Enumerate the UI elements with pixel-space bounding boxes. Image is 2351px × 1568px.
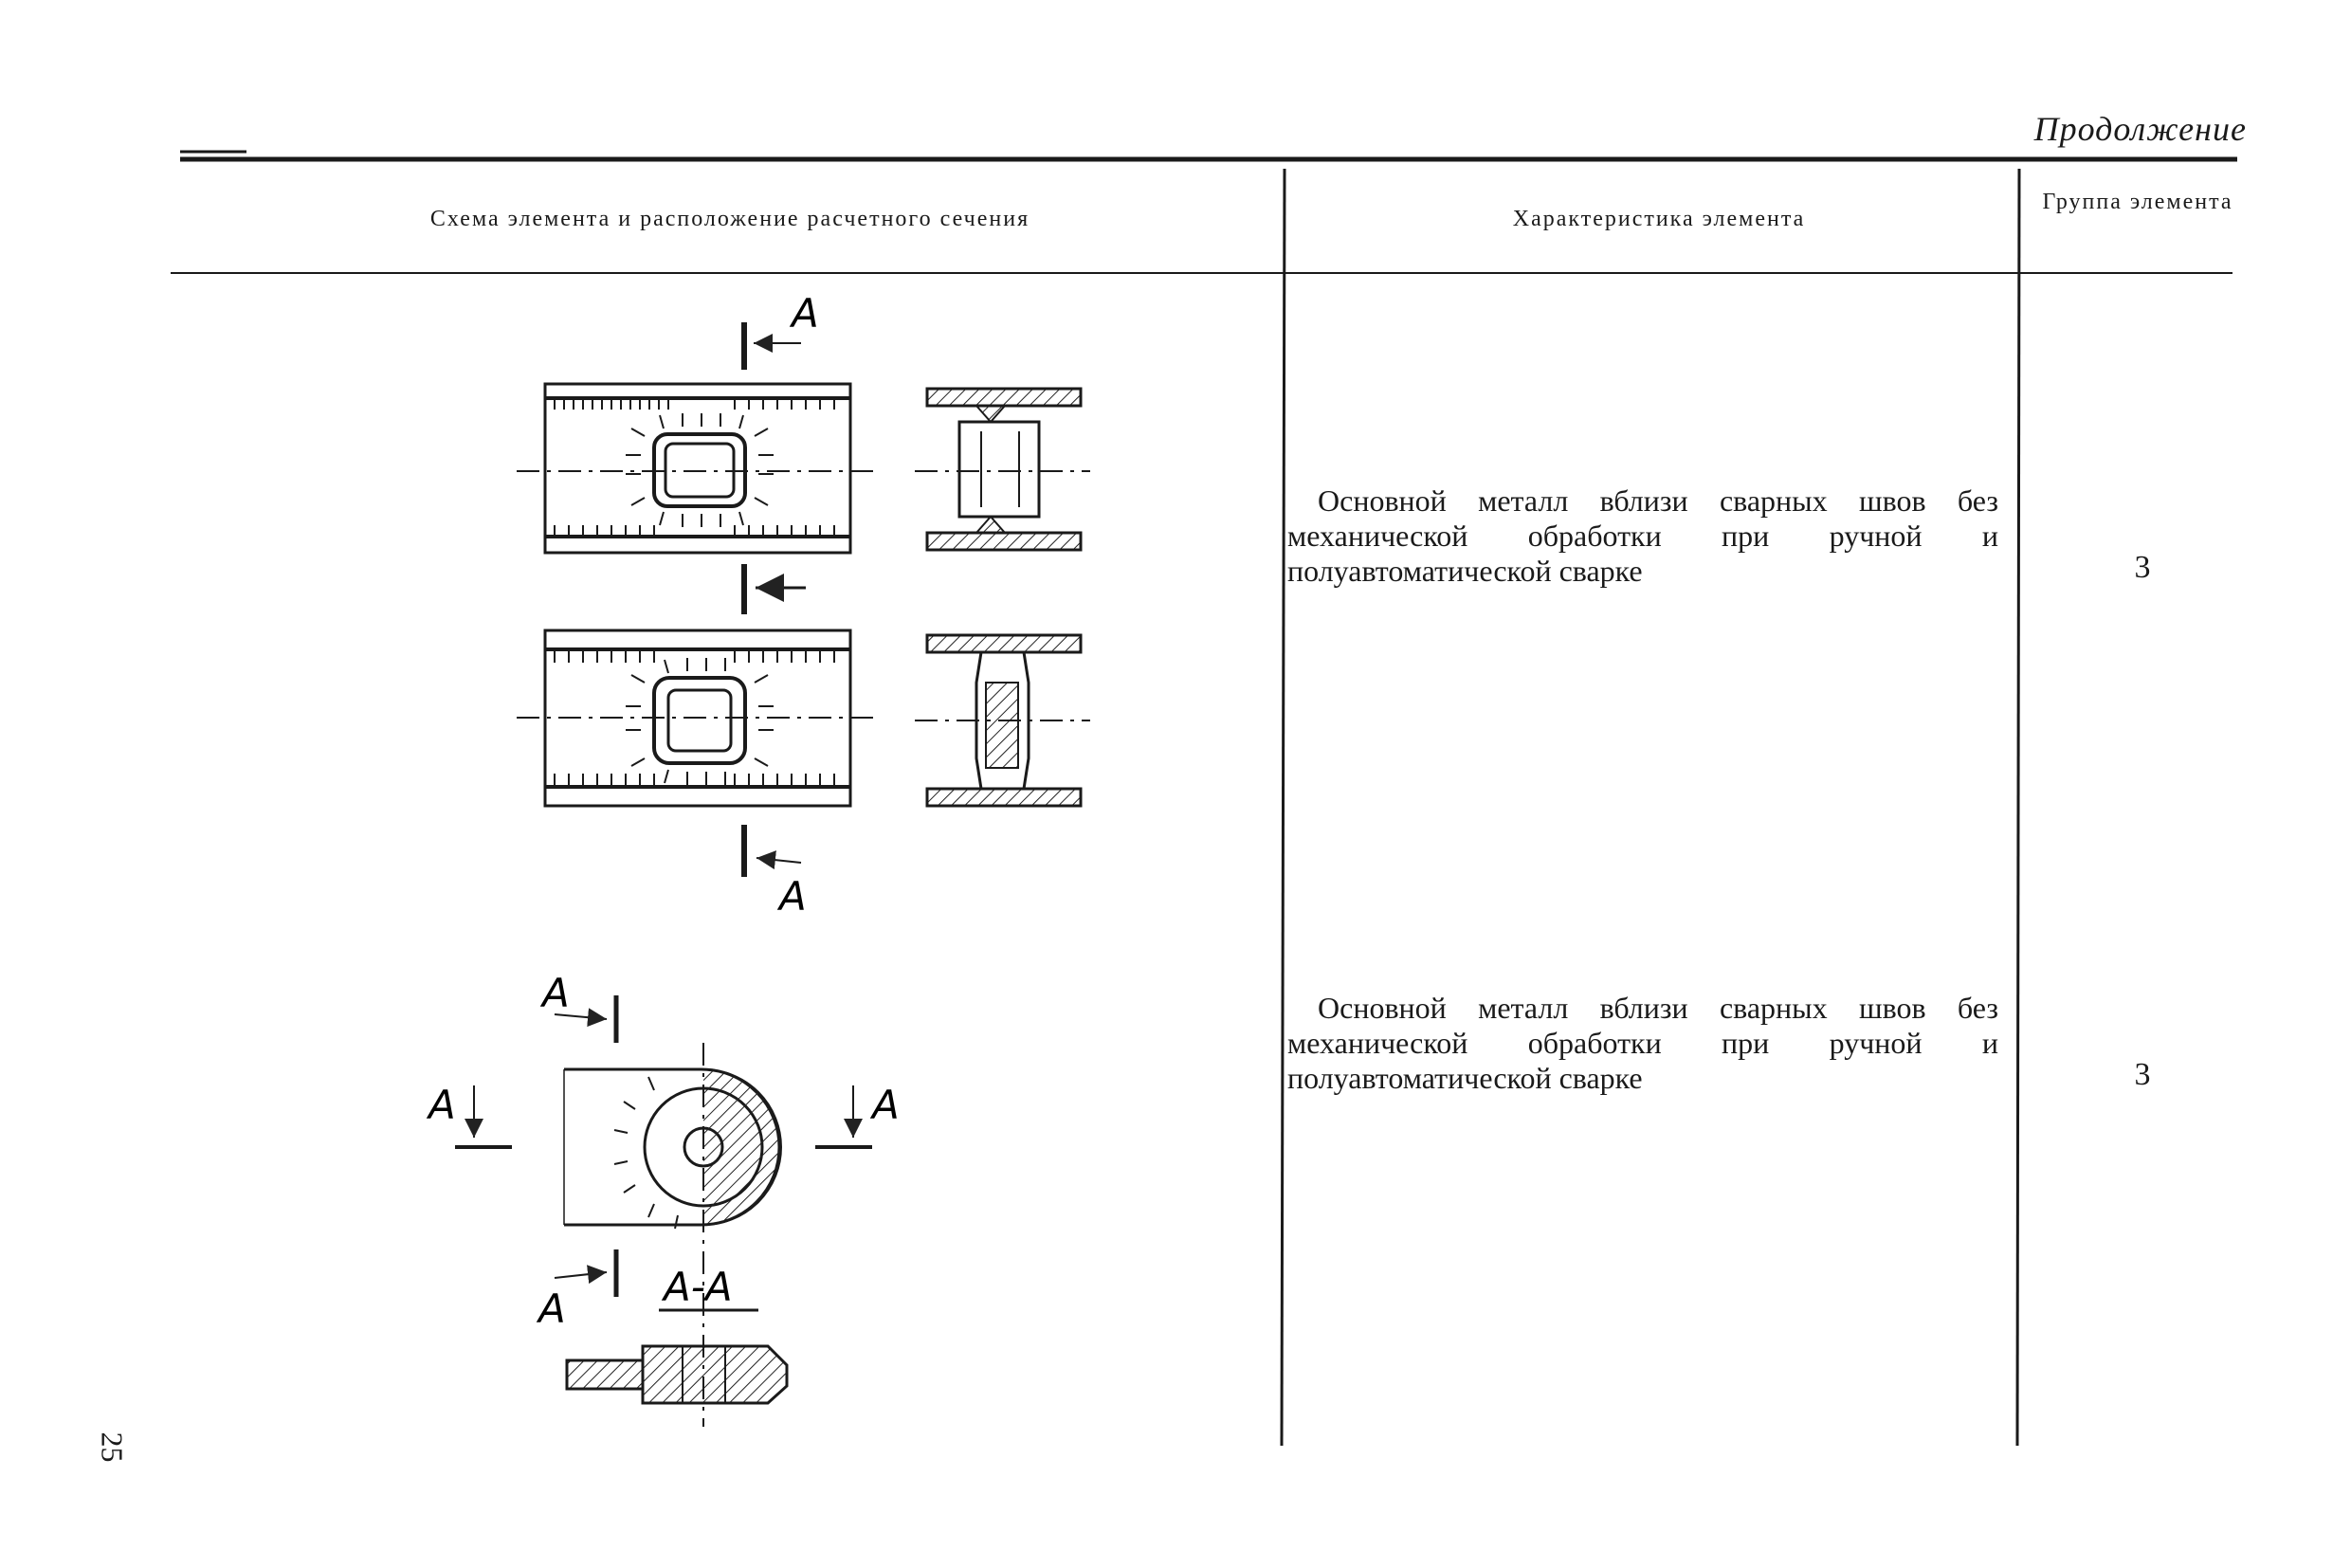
drawing-2-section-view bbox=[565, 1344, 789, 1405]
header-group: Группа элемента bbox=[2042, 190, 2233, 214]
drawing-1b-plan-view bbox=[517, 629, 877, 877]
drawing-2-letter-right: A bbox=[869, 1082, 900, 1128]
table-rules bbox=[171, 150, 2237, 1447]
row-1-description: Основной металл вблизи сварных швов без … bbox=[1287, 483, 1998, 588]
drawing-2-plan-view bbox=[455, 995, 872, 1427]
header-schema: Схема элемента и расположение расчетного… bbox=[429, 207, 1030, 231]
drawing-1b-side-view bbox=[915, 633, 1090, 808]
drawing-1-section-letter-bottom: A bbox=[776, 873, 807, 920]
header-characteristic: Характеристика элемента bbox=[1512, 207, 1806, 231]
drawing-1-plan-view bbox=[517, 322, 877, 614]
drawing-2-letter-bottom: A bbox=[536, 1285, 566, 1332]
continuation-label: Продолжение bbox=[2033, 110, 2247, 148]
drawing-2-letter-top: A bbox=[539, 970, 570, 1016]
row-2-group: 3 bbox=[2134, 1057, 2151, 1092]
drawing-2-letter-left: A bbox=[426, 1082, 456, 1128]
drawing-2-section-label: A-A bbox=[661, 1264, 733, 1310]
row-2-description: Основной металл вблизи сварных швов без … bbox=[1287, 991, 1998, 1095]
drawing-1-side-view bbox=[915, 387, 1090, 552]
row-1-group: 3 bbox=[2134, 550, 2151, 585]
drawing-1-section-letter-top: A bbox=[789, 290, 819, 337]
